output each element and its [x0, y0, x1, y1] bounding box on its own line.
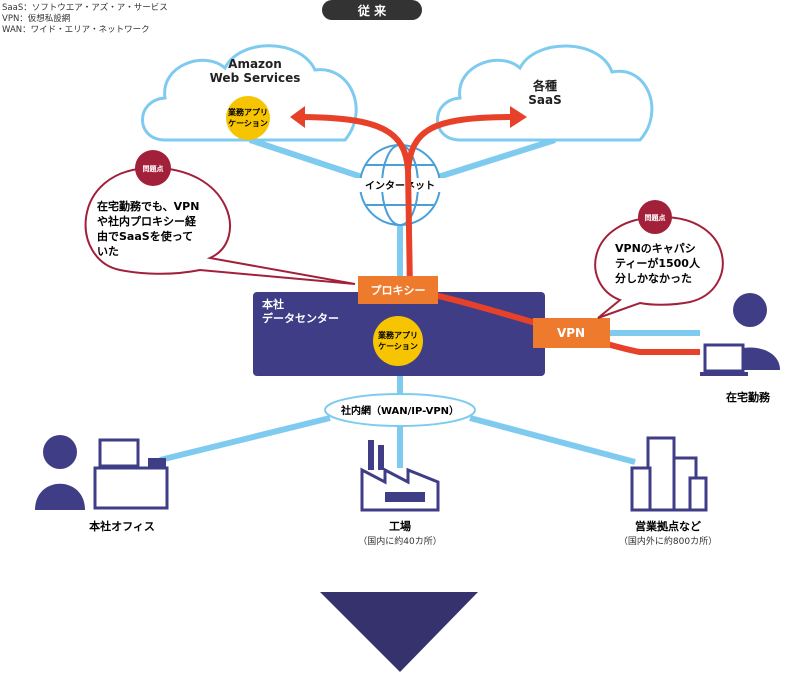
- factory-label: 工場: [389, 519, 411, 533]
- issue-badge-left: [135, 150, 171, 186]
- branch-note: （国内外に約800カ所）: [619, 535, 717, 547]
- issue-left-text-3: 由でSaaSを使って: [97, 229, 193, 243]
- factory-icon: [360, 440, 440, 512]
- buildings-icon: [630, 436, 708, 512]
- header-pill: [322, 0, 422, 20]
- business-app-circle: [226, 96, 270, 140]
- issue-left-text: 在宅勤務でも、VPN: [97, 199, 199, 213]
- remote-worker-icon: [700, 293, 780, 376]
- branch-label: 営業拠点など: [635, 519, 701, 533]
- datacenter-label-2: データセンター: [262, 311, 339, 325]
- issue-left-text-4: いた: [97, 245, 119, 258]
- legend-wan: WAN：ワイド・エリア・ネットワーク: [2, 25, 150, 35]
- vpn-label: VPN: [557, 326, 585, 340]
- issue-badge-label: 問題点: [143, 164, 164, 173]
- down-arrow-icon: [320, 592, 478, 672]
- proxy-label: プロキシー: [371, 283, 426, 297]
- dc-app-label: 業務アプリ: [377, 330, 418, 340]
- vpn-box: [533, 318, 610, 348]
- legend-saas: SaaS：ソフトウエア・アズ・ア・サービス: [2, 2, 168, 13]
- factory-note: （国内に約40カ所）: [358, 535, 441, 547]
- datacenter-app-circle: [373, 316, 423, 366]
- cloud-saas: 各種 SaaS: [436, 44, 654, 142]
- wan-ellipse: [324, 393, 476, 427]
- issue-right-text-2: ティーが1500人: [615, 256, 701, 270]
- office-icon: [35, 435, 169, 510]
- cloud-aws-label-2: Web Services: [210, 71, 301, 85]
- header-title: 従 来: [357, 3, 387, 18]
- issue-bubble-right: 問題点 VPNのキャパシ ティーが1500人 分しかなかった: [594, 200, 724, 319]
- dc-app-label-2: ケーション: [378, 342, 418, 351]
- cloud-aws: Amazon Web Services 業務アプリ ケーション: [141, 44, 358, 142]
- issue-badge-right: [638, 200, 672, 234]
- legend: SaaS：ソフトウエア・アズ・ア・サービス VPN：仮想私設網 WAN：ワイド・…: [2, 2, 168, 35]
- app-label: 業務アプリ: [227, 107, 268, 117]
- internet-label-bg: [352, 178, 448, 192]
- remote-worker-label: 在宅勤務: [726, 390, 771, 404]
- datacenter-label: 本社: [262, 297, 284, 311]
- office-label: 本社オフィス: [89, 519, 155, 533]
- issue-right-text-3: 分しかなかった: [615, 271, 692, 285]
- legend-vpn: VPN：仮想私設網: [2, 13, 70, 24]
- internet-label: インターネット: [365, 180, 435, 192]
- wan-label: 社内網（WAN/IP-VPN）: [340, 404, 459, 417]
- cloud-saas-label: 各種: [532, 78, 557, 93]
- network-links: [159, 137, 700, 468]
- issue-bubble-left: 問題点 在宅勤務でも、VPN や社内プロキシー経 由でSaaSを使って いた: [84, 150, 356, 285]
- issue-badge-label-2: 問題点: [645, 213, 666, 222]
- issue-left-text-2: や社内プロキシー経: [97, 214, 197, 228]
- proxy-box: [358, 276, 438, 304]
- issue-right-text: VPNのキャパシ: [615, 242, 696, 255]
- cloud-aws-label: Amazon: [228, 57, 282, 71]
- cloud-saas-label-2: SaaS: [528, 93, 561, 107]
- app-label-2: ケーション: [228, 119, 268, 128]
